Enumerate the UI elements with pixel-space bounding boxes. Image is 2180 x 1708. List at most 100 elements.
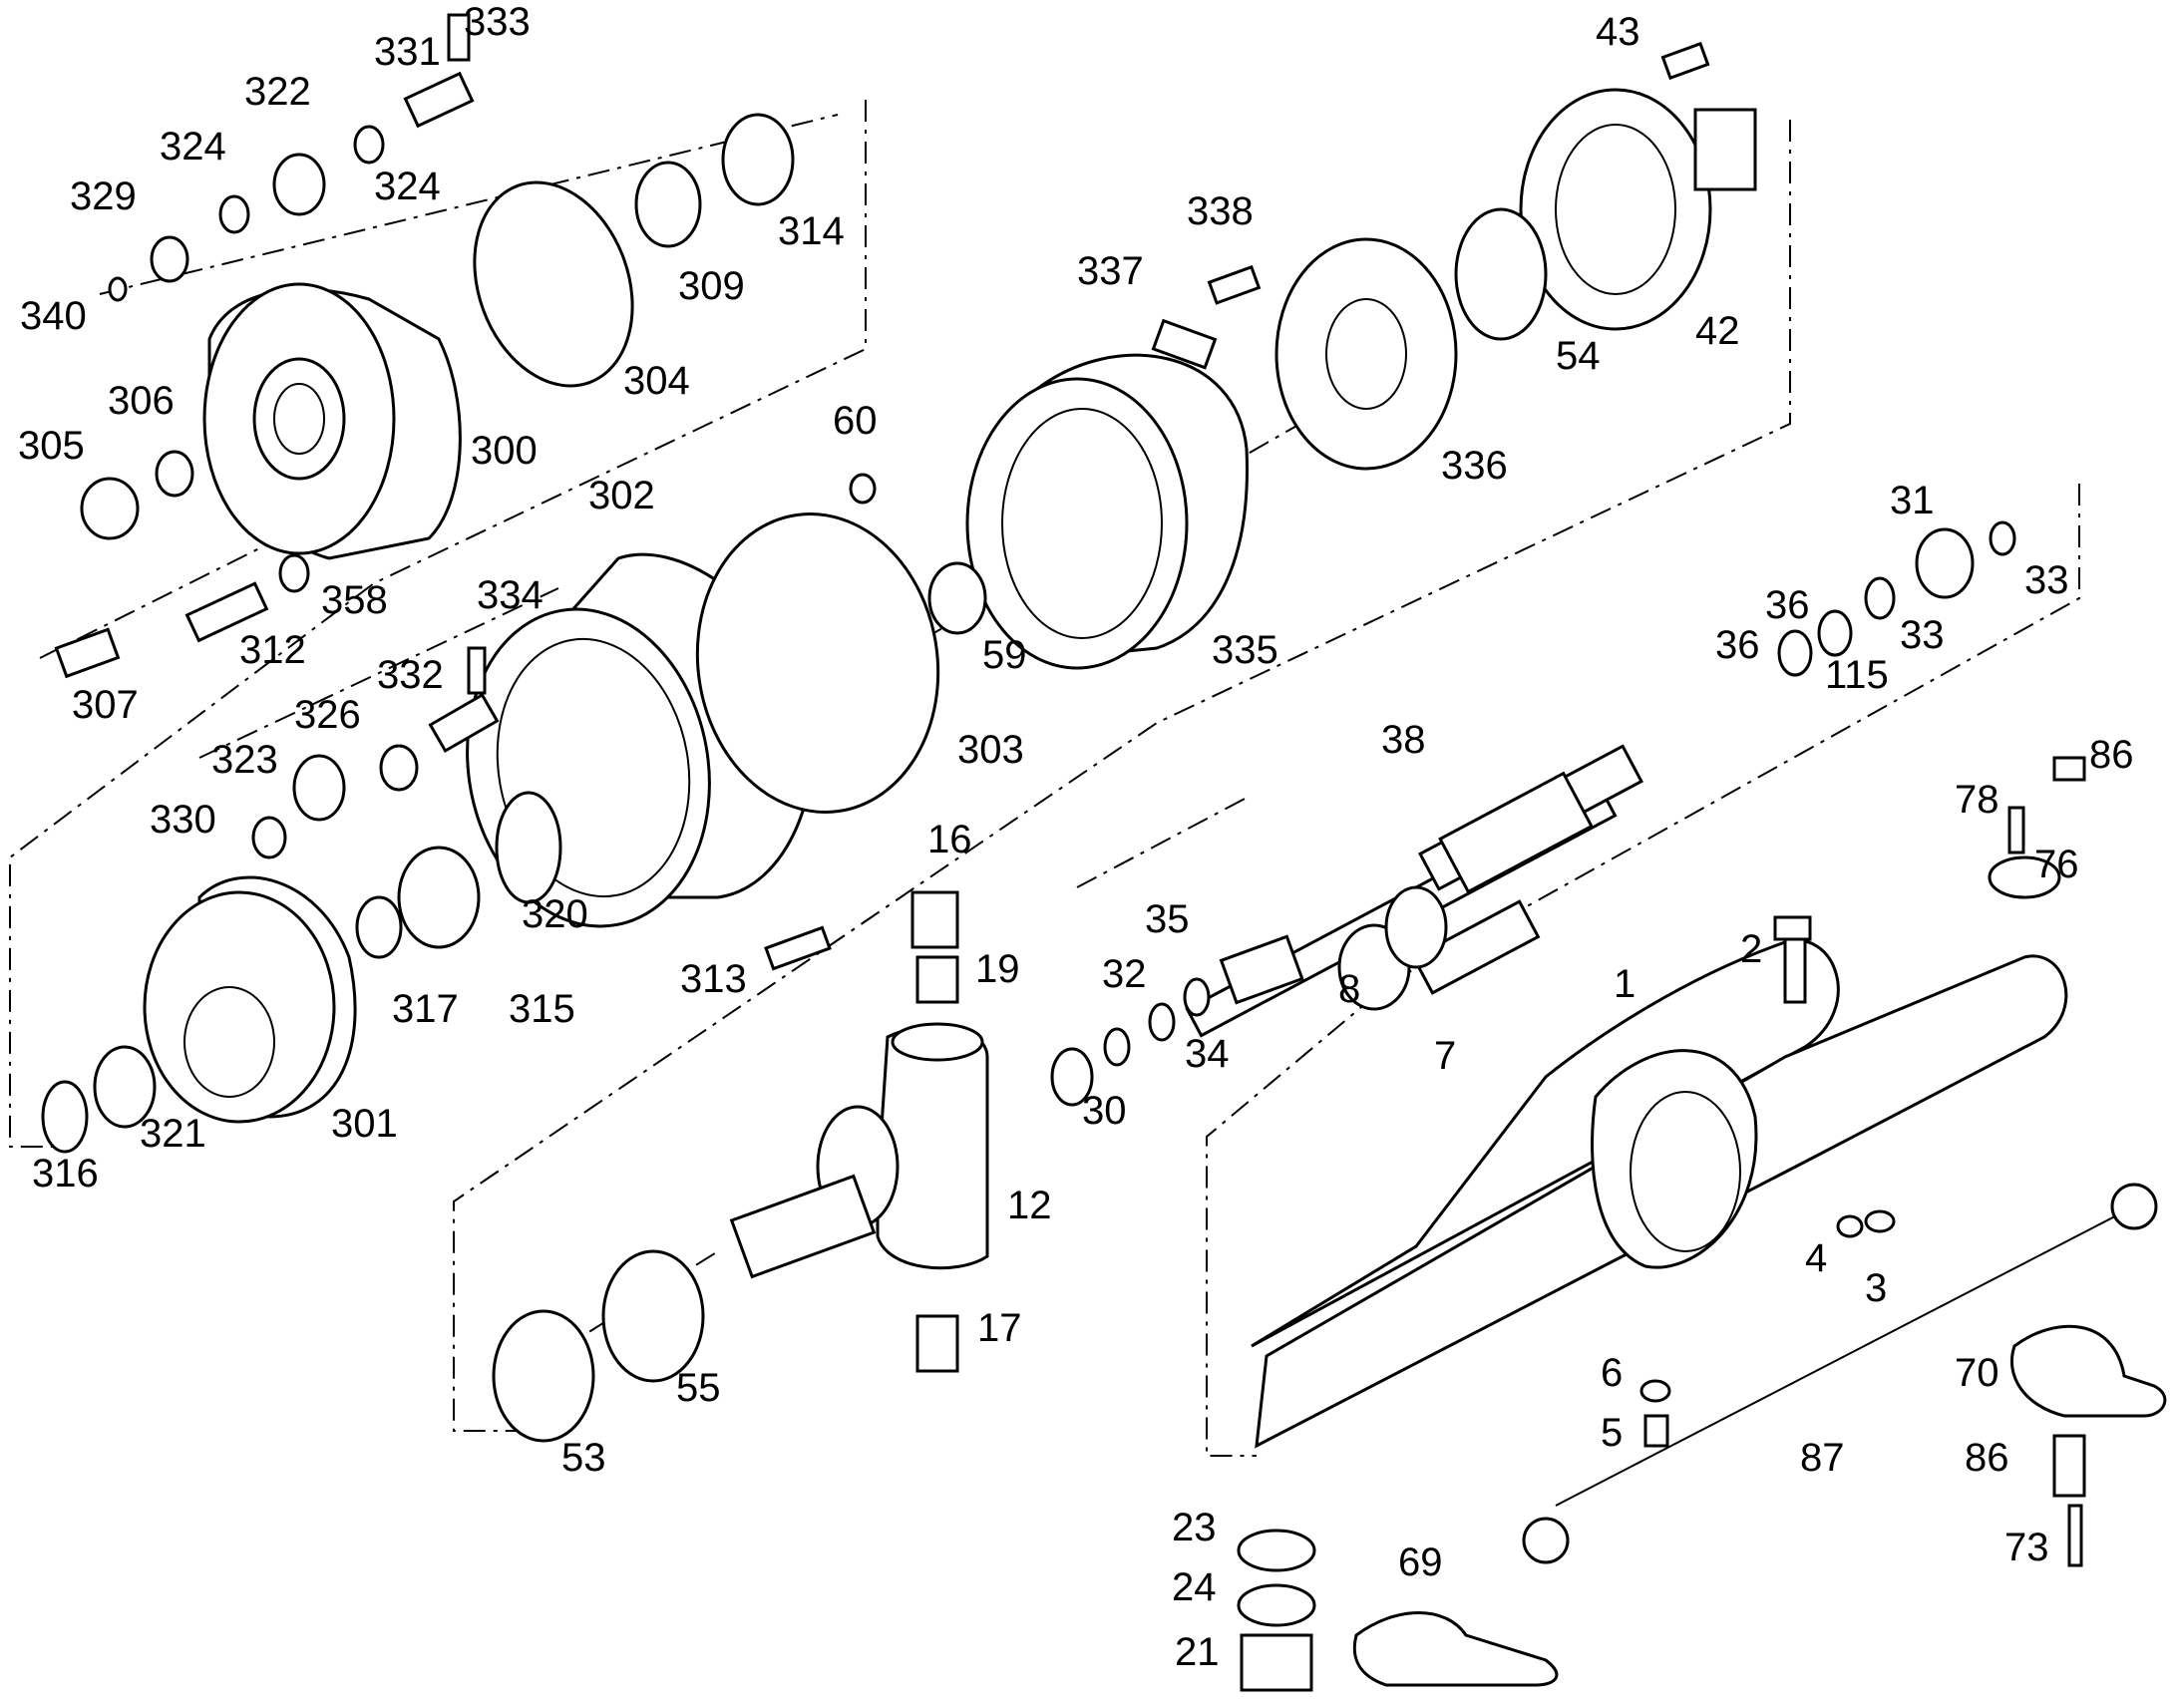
small-parts-knuckle — [910, 890, 1304, 1373]
seal-ring-303 — [695, 512, 940, 814]
planetary-housing-300 — [202, 282, 462, 560]
part-label: 304 — [623, 359, 690, 403]
part-label: 320 — [522, 892, 588, 936]
part-label: 329 — [70, 174, 137, 218]
part-label: 333 — [464, 0, 531, 44]
part-label: 59 — [982, 633, 1027, 677]
part-label: 302 — [588, 474, 655, 517]
part-label: 340 — [20, 294, 87, 338]
small-parts-lower-left — [41, 646, 832, 1154]
bearing-53 — [492, 1309, 595, 1443]
part-label: 38 — [1381, 718, 1426, 762]
part-label: 307 — [72, 683, 139, 727]
part-label: 338 — [1187, 189, 1254, 233]
part-label: 300 — [471, 429, 538, 473]
part-label: 36 — [1765, 583, 1810, 627]
part-label: 21 — [1175, 1630, 1220, 1674]
steering-knuckle-12 — [729, 1022, 989, 1279]
part-label: 19 — [975, 947, 1020, 991]
part-label: 321 — [140, 1112, 206, 1156]
part-label: 326 — [294, 693, 361, 737]
part-label: 322 — [244, 70, 311, 114]
part-label: 54 — [1556, 334, 1601, 378]
axle-housing-1 — [1251, 899, 2068, 1449]
part-label: 303 — [957, 728, 1024, 772]
steering-arm-70 — [2009, 1324, 2167, 1418]
part-label: 301 — [331, 1102, 398, 1146]
part-label: 32 — [1102, 952, 1147, 996]
part-label: 330 — [150, 798, 216, 842]
part-label: 86 — [2089, 733, 2134, 777]
part-label: 30 — [1082, 1089, 1127, 1133]
part-label: 34 — [1185, 1032, 1230, 1076]
part-number-labels: 4333333132232432432934031430930433833742… — [18, 0, 2134, 1674]
part-label: 23 — [1172, 1506, 1217, 1549]
part-label: 358 — [321, 578, 388, 622]
part-label: 31 — [1890, 479, 1935, 522]
part-label: 316 — [32, 1152, 99, 1196]
part-label: 335 — [1212, 628, 1278, 672]
part-label: 323 — [211, 738, 278, 782]
part-label: 35 — [1145, 897, 1190, 941]
part-label: 53 — [561, 1436, 606, 1480]
part-label: 324 — [374, 165, 441, 208]
part-label: 6 — [1601, 1351, 1623, 1395]
part-label: 315 — [509, 987, 575, 1031]
part-label: 36 — [1715, 623, 1760, 667]
gear-336 — [1274, 237, 1458, 471]
part-label: 33 — [1900, 613, 1945, 657]
part-label: 55 — [676, 1366, 721, 1410]
part-label: 1 — [1614, 962, 1635, 1006]
steering-arm-69 — [1352, 1611, 1559, 1687]
part-label: 7 — [1434, 1034, 1456, 1078]
part-label: 313 — [680, 957, 747, 1001]
part-label: 317 — [392, 987, 459, 1031]
part-label: 4 — [1805, 1236, 1827, 1280]
part-label: 17 — [977, 1306, 1022, 1350]
ring-gear-335 — [965, 353, 1249, 670]
part-label: 43 — [1596, 10, 1640, 54]
part-label: 2 — [1740, 927, 1762, 971]
part-label: 86 — [1965, 1436, 2009, 1480]
bearing-54 — [1454, 207, 1548, 341]
part-label: 5 — [1601, 1411, 1623, 1455]
small-parts-upper-middle — [849, 41, 1710, 635]
part-label: 24 — [1172, 1565, 1217, 1609]
part-label: 324 — [160, 125, 226, 169]
part-label: 16 — [927, 818, 972, 861]
wheel-hub-42 — [1519, 88, 1757, 331]
part-label: 312 — [239, 628, 306, 672]
part-label: 73 — [2004, 1526, 2049, 1569]
small-parts-housing — [1337, 885, 2086, 1567]
part-label: 305 — [18, 424, 85, 468]
part-label: 60 — [833, 399, 878, 443]
part-label: 42 — [1695, 309, 1740, 353]
part-label: 334 — [477, 573, 544, 617]
part-label: 12 — [1007, 1184, 1052, 1227]
part-label: 336 — [1441, 444, 1508, 488]
o-ring-304 — [473, 180, 634, 388]
part-label: 337 — [1077, 249, 1144, 293]
bearing-55 — [601, 1249, 705, 1383]
part-label: 78 — [1955, 778, 1999, 822]
part-label: 87 — [1800, 1436, 1845, 1480]
part-label: 69 — [1398, 1540, 1443, 1584]
part-label: 33 — [2024, 558, 2069, 602]
part-label: 8 — [1338, 967, 1360, 1011]
part-label: 332 — [377, 653, 444, 697]
part-label: 3 — [1865, 1266, 1887, 1310]
planet-carrier-301 — [143, 875, 357, 1124]
tie-rod-87 — [1522, 1183, 2158, 1564]
assembly-boundary-lines — [9, 100, 2080, 1457]
part-label: 314 — [778, 209, 845, 253]
part-label: 331 — [374, 30, 441, 74]
part-label: 76 — [2034, 843, 2079, 886]
part-label: 115 — [1825, 653, 1889, 697]
part-label: 306 — [108, 379, 175, 423]
part-label: 309 — [678, 264, 745, 308]
bushings-bottom — [1237, 1529, 1316, 1692]
small-parts-upper-left — [54, 13, 795, 679]
part-label: 70 — [1955, 1351, 1999, 1395]
small-parts-right — [1777, 520, 2086, 899]
